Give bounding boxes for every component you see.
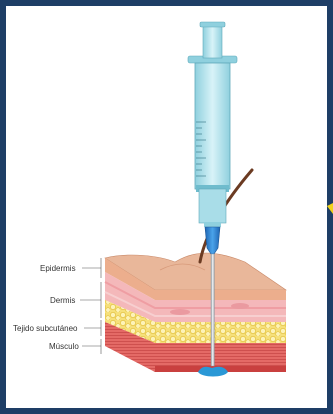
- label-muscle: Músculo: [49, 342, 79, 351]
- label-epidermis: Epidermis: [40, 264, 76, 273]
- needle-hub: [205, 227, 220, 254]
- label-dermis: Dermis: [50, 296, 75, 305]
- yellow-marker: [327, 203, 333, 214]
- layer-labels: Epidermis Dermis Tejido subcutáneo Múscu…: [13, 258, 101, 354]
- label-subcutaneous: Tejido subcutáneo: [13, 324, 78, 333]
- skin-block: [105, 253, 286, 372]
- injected-fluid: [198, 367, 228, 377]
- plunger-rod: [203, 24, 222, 58]
- needle: [211, 254, 214, 366]
